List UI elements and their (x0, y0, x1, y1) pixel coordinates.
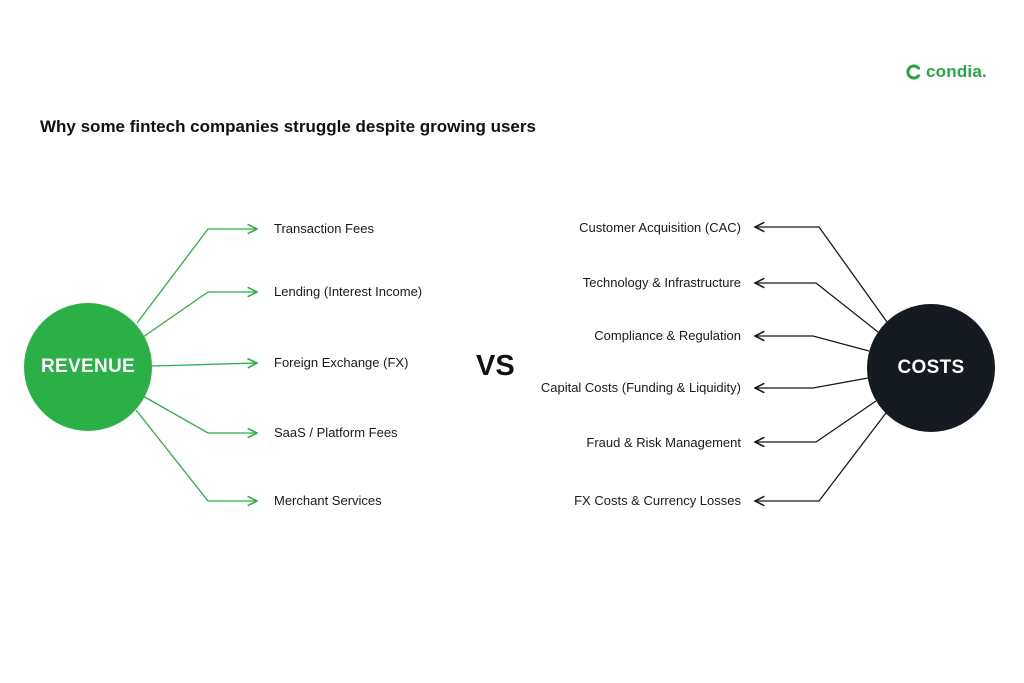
cost-item: Compliance & Regulation (594, 328, 741, 343)
cost-connector-4 (755, 377, 869, 388)
costs-circle: COSTS (867, 304, 995, 432)
brand-name: condia. (926, 62, 987, 81)
c-logo-icon (906, 64, 920, 80)
cost-connector-1 (755, 227, 888, 323)
costs-label: COSTS (897, 357, 965, 378)
revenue-connector-2 (142, 292, 257, 338)
page-title: Why some fintech companies struggle desp… (40, 117, 536, 136)
revenue-connector-4 (142, 395, 257, 433)
cost-item: Technology & Infrastructure (582, 275, 741, 290)
revenue-connector-1 (136, 229, 257, 324)
cost-connector-2 (755, 283, 879, 333)
cost-item: Customer Acquisition (CAC) (579, 220, 741, 235)
revenue-item: Lending (Interest Income) (274, 284, 423, 299)
vs-label: VS (476, 350, 515, 382)
cost-item: Fraud & Risk Management (586, 435, 741, 450)
revenue-item: SaaS / Platform Fees (274, 425, 398, 440)
brand-logo: condia. (906, 62, 987, 82)
revenue-circle: REVENUE (24, 303, 152, 431)
cost-item: Capital Costs (Funding & Liquidity) (540, 380, 741, 395)
revenue-connector-3 (151, 363, 257, 366)
cost-connector-3 (755, 336, 870, 352)
revenue-connector-5 (135, 409, 257, 501)
cost-connector-6 (755, 412, 887, 501)
cost-connector-5 (755, 400, 877, 442)
cost-item: FX Costs & Currency Losses (574, 493, 741, 508)
revenue-item: Merchant Services (274, 493, 382, 508)
revenue-item: Foreign Exchange (FX) (274, 355, 409, 370)
revenue-label: REVENUE (41, 356, 135, 377)
revenue-item: Transaction Fees (274, 221, 374, 236)
